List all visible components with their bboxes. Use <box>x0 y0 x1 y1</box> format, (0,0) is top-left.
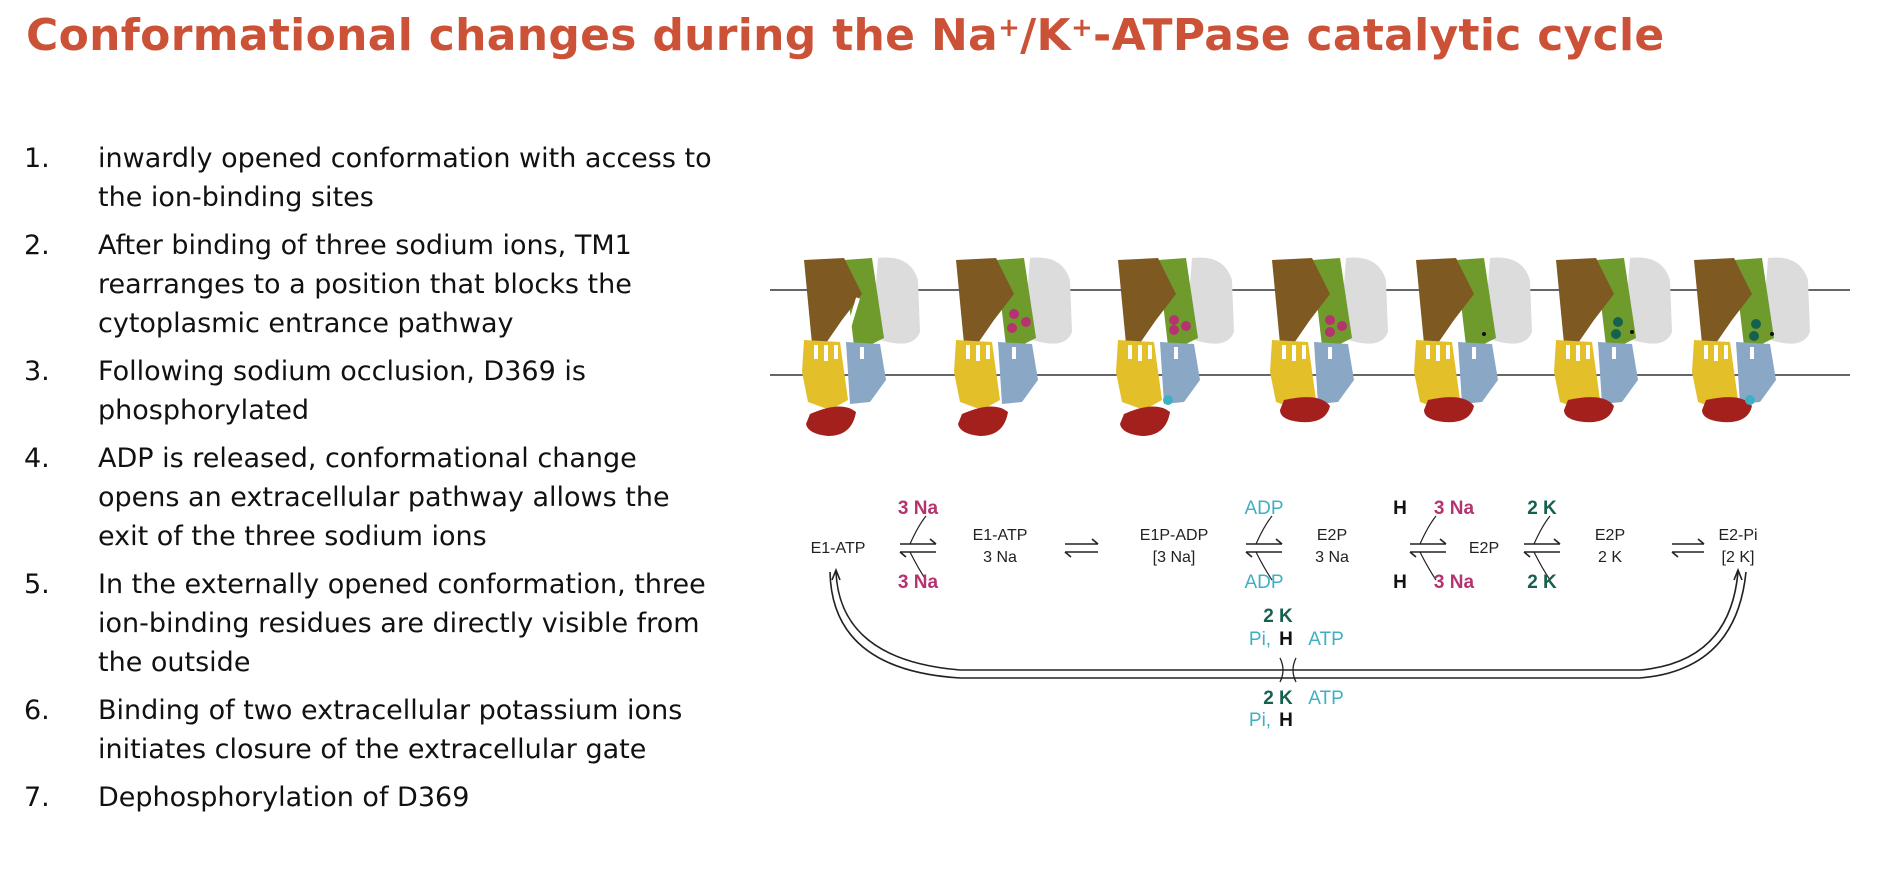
step-number: 1. <box>24 143 50 174</box>
state-6-label: E2P <box>1595 527 1625 544</box>
return-k-bottom-label: 2 K <box>1263 688 1293 709</box>
potassium-ion <box>1749 331 1759 341</box>
sodium-ion <box>1169 315 1179 325</box>
state-1-label: E1-ATP <box>811 540 866 557</box>
sodium-ion <box>1021 317 1031 327</box>
na-release-top-label: 3 Na <box>1434 498 1475 519</box>
state-6-sublabel: 2 K <box>1598 549 1622 566</box>
return-k-top-label: 2 K <box>1263 606 1293 627</box>
step-item-5: 5. In the externally opened conformation,… <box>24 565 724 682</box>
pi-molecule <box>1745 395 1755 405</box>
step-number: 5. <box>24 569 50 600</box>
step-item-6: 6. Binding of two extracellular potassium… <box>24 691 724 769</box>
potassium-ion <box>1613 317 1623 327</box>
return-atp-bottom-label: ATP <box>1308 688 1344 709</box>
state-3-label: E1P-ADP <box>1140 527 1208 544</box>
step-number: 4. <box>24 443 50 474</box>
state-2-sublabel: 3 Na <box>983 549 1017 566</box>
step-text: Binding of two extracellular potassium i… <box>98 695 683 765</box>
binding-residue <box>1630 330 1634 334</box>
step-text: inwardly opened conformation with access… <box>98 143 712 213</box>
title-part-3: -ATPase catalytic cycle <box>1093 10 1665 61</box>
return-pi-top-label: Pi, <box>1249 629 1271 650</box>
return-path-labels: 2 K Pi, H ATP 2 K ATP Pi, H <box>1249 606 1344 731</box>
sodium-ion <box>1325 315 1335 325</box>
state-2-label: E1-ATP <box>973 527 1028 544</box>
sodium-ion <box>1337 321 1347 331</box>
catalytic-cycle-diagram: E1-ATP E1-ATP 3 Na E1P-ADP [3 Na] E2P 3 … <box>770 257 1850 731</box>
pump-state-3 <box>1116 257 1234 436</box>
na-in-label: 3 Na <box>898 498 939 519</box>
adp-bottom-label: ADP <box>1244 572 1283 593</box>
k-in-bottom-label: 2 K <box>1527 572 1557 593</box>
title-sup-2: + <box>1070 13 1094 43</box>
return-path <box>829 567 1747 683</box>
pump-state-2 <box>954 257 1072 436</box>
return-pi-bottom-label: Pi, <box>1249 710 1271 731</box>
step-list: 1. inwardly opened conformation with acce… <box>24 139 724 826</box>
title-part-2: /K <box>1020 10 1071 61</box>
return-h-top-label: H <box>1279 629 1293 650</box>
step-item-7: 7. Dephosphorylation of D369 <box>24 778 724 817</box>
binding-residue <box>1482 332 1486 336</box>
pump-state-5 <box>1414 257 1532 423</box>
step-number: 7. <box>24 782 50 813</box>
binding-residue <box>1770 332 1774 336</box>
sodium-ion <box>1009 309 1019 319</box>
step-number: 6. <box>24 695 50 726</box>
step-text: After binding of three sodium ions, TM1 … <box>98 230 632 339</box>
potassium-ion <box>1611 329 1621 339</box>
pump-state-4 <box>1270 257 1388 423</box>
step-item-4: 4. ADP is released, conformational change… <box>24 439 724 556</box>
na-out-label: 3 Na <box>898 572 939 593</box>
h-bottom-label: H <box>1393 572 1407 593</box>
sodium-ion <box>1169 325 1179 335</box>
state-labels: E1-ATP E1-ATP 3 Na E1P-ADP [3 Na] E2P 3 … <box>811 527 1758 566</box>
step-text: Following sodium occlusion, D369 is phos… <box>98 356 586 426</box>
step-item-3: 3. Following sodium occlusion, D369 is ph… <box>24 352 724 430</box>
potassium-ion <box>1751 319 1761 329</box>
step-item-1: 1. inwardly opened conformation with acce… <box>24 139 724 217</box>
state-7-sublabel: [2 K] <box>1722 549 1755 566</box>
state-4-sublabel: 3 Na <box>1315 549 1349 566</box>
pump-state-1 <box>802 257 920 436</box>
step-number: 2. <box>24 230 50 261</box>
slide-title: Conformational changes during the Na+/K+… <box>26 10 1665 61</box>
title-part-1: Conformational changes during the Na <box>26 10 999 61</box>
state-7-label: E2-Pi <box>1718 527 1757 544</box>
step-text: Dephosphorylation of D369 <box>98 782 470 813</box>
return-atp-top-label: ATP <box>1308 629 1344 650</box>
step-text: In the externally opened conformation, t… <box>98 569 706 678</box>
pump-state-7 <box>1692 257 1810 423</box>
h-top-label: H <box>1393 498 1407 519</box>
return-h-bottom-label: H <box>1279 710 1293 731</box>
title-sup-1: + <box>998 13 1021 43</box>
pump-state-6 <box>1554 257 1672 423</box>
state-3-sublabel: [3 Na] <box>1153 549 1196 566</box>
k-in-top-label: 2 K <box>1527 498 1557 519</box>
state-5-label: E2P <box>1469 540 1499 557</box>
transition-labels: 3 Na 3 Na ADP ADP H 3 Na H 3 Na 2 K 2 K <box>898 498 1557 593</box>
step-item-2: 2. After binding of three sodium ions, TM… <box>24 226 724 343</box>
adp-top-label: ADP <box>1244 498 1283 519</box>
na-release-bottom-label: 3 Na <box>1434 572 1475 593</box>
step-number: 3. <box>24 356 50 387</box>
sodium-ion <box>1325 327 1335 337</box>
state-4-label: E2P <box>1317 527 1347 544</box>
sodium-ion <box>1181 321 1191 331</box>
adp-molecule <box>1163 395 1173 405</box>
step-text: ADP is released, conformational change o… <box>98 443 670 552</box>
equilibrium-arrows <box>899 515 1705 581</box>
sodium-ion <box>1007 323 1017 333</box>
